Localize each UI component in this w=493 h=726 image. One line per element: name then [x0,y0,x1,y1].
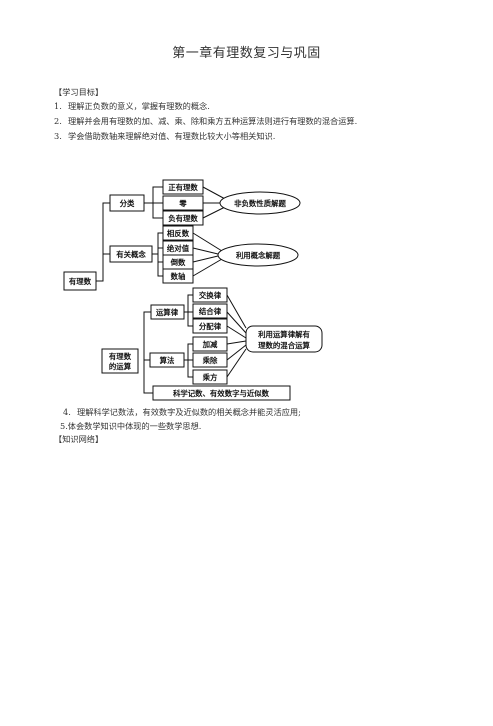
goal-nonnegative-ellipse [219,191,301,215]
node-opposite-box [162,225,194,241]
goal-concepts-ellipse [217,243,299,267]
node-positive-rational-box [162,179,204,195]
connector-lines [96,186,247,394]
goal-text: 学会借助数轴来理解绝对值、有理数比较大小等相关知识. [68,131,276,141]
branch-operations-box [101,348,139,374]
goal-text: 理解正负数的意义，掌握有理数的概念. [68,101,210,111]
goal-mixed-ops-box [245,325,323,353]
node-power: 乘方 [202,373,218,382]
root-node-label: 有理数 [69,277,92,286]
node-scientific-notation-box [152,385,291,401]
node-distributive-box [192,318,228,334]
goal-item-1: 1. 理解正负数的意义，掌握有理数的概念. [54,100,210,112]
goal-number: 4. [63,407,71,417]
goal-number: 1. [54,101,62,111]
node-zero-box [162,195,204,211]
goal-concepts-label: 利用概念解题 [235,251,281,260]
node-multiply-divide-box [192,352,228,368]
branch-classification-label: 分类 [120,199,135,208]
node-distributive: 分配律 [199,322,222,331]
node-multiply-divide: 乘除 [202,356,218,365]
node-algorithm-box [149,352,185,368]
goal-item-3: 3. 学会借助数轴来理解绝对值、有理数比较大小等相关知识. [54,130,275,142]
node-negative-rational-box [162,210,204,226]
goal-item-2: 2. 理解并会用有理数的加、减、乘、除和乘方五种运算法则进行有理数的混合运算. [54,115,357,127]
node-add-subtract: 加减 [202,340,218,349]
branch-classification-box [109,194,145,212]
node-associative-box [192,303,228,319]
page-title: 第一章有理数复习与巩固 [172,46,321,61]
node-laws-box [150,304,185,320]
node-commutative: 交换律 [199,291,222,300]
node-reciprocal: 倒数 [170,258,186,267]
goal-item-5: 5.体会数学知识中体现的一些数学思想. [60,421,202,431]
goal-number: 2. [54,116,62,126]
section-heading-goals: 【学习目标】 [54,87,104,97]
node-zero: 零 [178,199,187,208]
goal-nonnegative-label: 非负数性质解题 [234,199,286,208]
goal-mixed-ops-line2: 理数的混合运算 [258,341,310,350]
root-node-box [63,271,97,291]
goal-text: 理解并会用有理数的加、减、乘、除和乘方五种运算法则进行有理数的混合运算. [68,116,358,126]
goal-number: 3. [54,131,62,141]
node-algorithm: 算法 [159,356,175,365]
node-negative-rational: 负有理数 [168,214,198,223]
node-add-subtract-box [192,336,228,352]
node-positive-rational: 正有理数 [168,183,198,192]
branch-operations-label-line1: 有理数 [109,352,132,361]
node-power-box [192,369,228,385]
node-associative: 结合律 [198,307,222,316]
node-scientific-notation: 科学记数、有效数字与近似数 [173,389,270,398]
branch-concepts-box [109,245,153,263]
goal-mixed-ops-line1: 利用运算律解有 [257,330,310,339]
goal-item-4: 4. 理解科学记数法，有效数字及近似数的相关概念并能灵活应用; [63,406,301,418]
node-number-line: 数轴 [171,272,186,281]
node-number-line-box [162,268,194,284]
branch-operations-label-line2: 的运算 [109,362,132,371]
section-heading-network: 【知识网络】 [54,434,104,444]
node-laws: 运算律 [156,308,179,317]
goal-text: 理解科学记数法，有效数字及近似数的相关概念并能灵活应用; [77,407,301,417]
node-absolute-value: 绝对值 [167,244,190,253]
node-commutative-box [192,287,228,303]
node-opposite: 相反数 [167,229,190,238]
branch-concepts-label: 有关概念 [116,250,146,259]
